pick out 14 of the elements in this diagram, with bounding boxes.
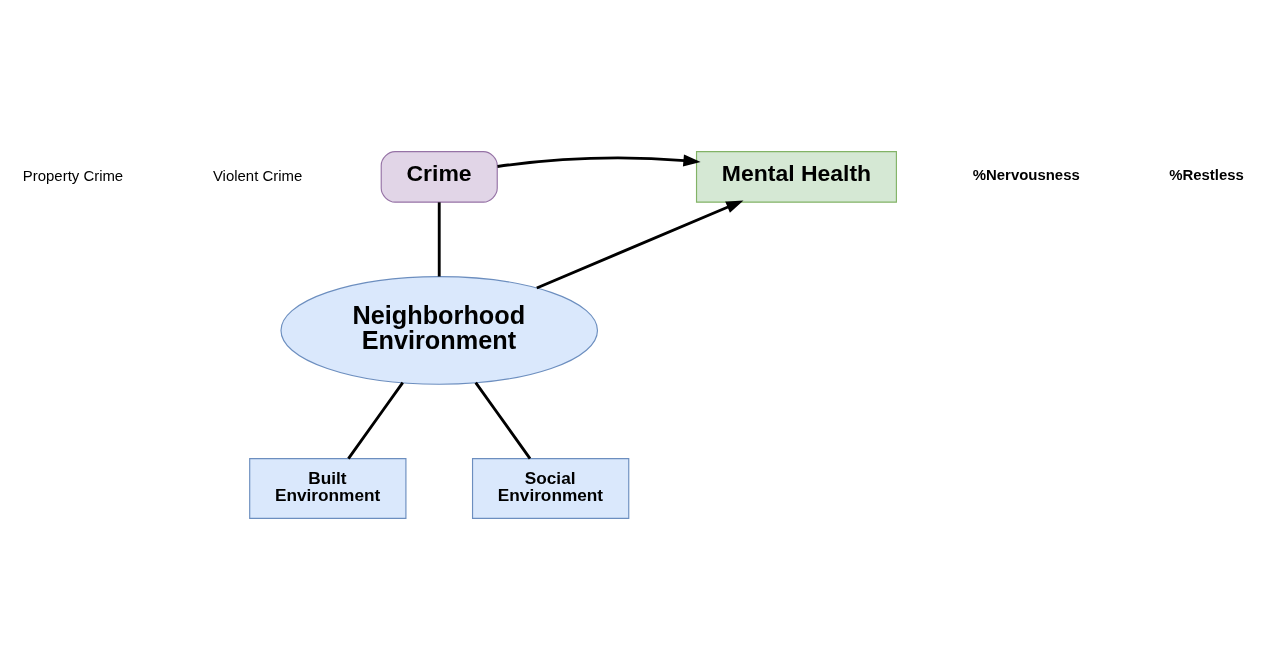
- node-box: Social Environment: [471, 457, 630, 519]
- connector: [437, 201, 441, 276]
- node-box: Crime: [380, 150, 498, 203]
- label: %Restless: [1169, 165, 1244, 183]
- node-box: Mental Health: [695, 150, 897, 203]
- arrow: [497, 153, 701, 168]
- label: Property Crime: [22, 166, 124, 184]
- node-box: Built Environment: [249, 457, 407, 519]
- label: %Nervousness: [972, 165, 1080, 183]
- arrow: [536, 199, 744, 289]
- connector: [347, 381, 404, 459]
- connector: [474, 381, 532, 459]
- label: Violent Crime: [212, 166, 303, 184]
- node-ellipse: Neighborhood Environment: [280, 275, 599, 385]
